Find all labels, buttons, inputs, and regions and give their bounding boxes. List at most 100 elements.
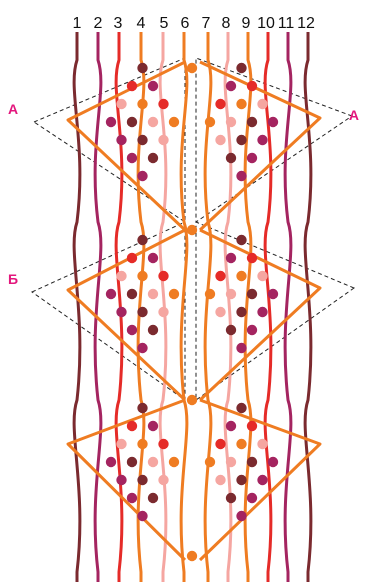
knot bbox=[236, 98, 247, 110]
holding-cord bbox=[66, 398, 187, 562]
dashed-guide-a-right bbox=[195, 57, 354, 223]
knot bbox=[126, 456, 138, 468]
strand-number: 1 bbox=[73, 15, 82, 32]
knot bbox=[137, 62, 148, 74]
strand-number: 2 bbox=[94, 15, 103, 32]
knot bbox=[126, 152, 138, 164]
knot bbox=[257, 98, 268, 110]
knot bbox=[225, 116, 237, 128]
knot bbox=[137, 234, 148, 246]
strand-number: 7 bbox=[202, 15, 211, 32]
dashed-guide-b-left bbox=[31, 221, 186, 401]
section-label-b-left: Б bbox=[8, 271, 18, 287]
knot bbox=[147, 80, 159, 92]
knot bbox=[116, 474, 127, 486]
knot bbox=[225, 80, 237, 92]
knot bbox=[137, 306, 148, 318]
knot bbox=[105, 456, 117, 468]
knot bbox=[225, 252, 237, 264]
knot bbox=[186, 394, 198, 406]
strand-right bbox=[263, 32, 273, 582]
knot bbox=[158, 474, 169, 486]
knot bbox=[158, 98, 169, 110]
knot bbox=[137, 270, 148, 282]
knot bbox=[246, 288, 258, 300]
knot bbox=[137, 342, 148, 354]
knot bbox=[126, 116, 138, 128]
knot bbox=[147, 152, 159, 164]
knot bbox=[126, 252, 138, 264]
knot bbox=[225, 152, 237, 164]
knot bbox=[147, 252, 159, 264]
knot bbox=[225, 492, 237, 504]
knot bbox=[126, 288, 138, 300]
knot bbox=[246, 252, 258, 264]
knot bbox=[204, 456, 216, 468]
knot bbox=[215, 474, 226, 486]
knot bbox=[204, 288, 216, 300]
knot bbox=[257, 474, 268, 486]
dashed-guides bbox=[31, 57, 356, 401]
knot bbox=[246, 80, 258, 92]
strand-number: 9 bbox=[242, 15, 251, 32]
strand-number: 12 bbox=[297, 15, 315, 32]
knot bbox=[158, 134, 169, 146]
knot bbox=[246, 324, 258, 336]
knot bbox=[225, 324, 237, 336]
knot bbox=[137, 402, 148, 414]
section-label-a-right: А bbox=[349, 107, 359, 123]
knot bbox=[236, 62, 247, 74]
knot bbox=[158, 270, 169, 282]
knot bbox=[267, 116, 279, 128]
knot bbox=[236, 474, 247, 486]
knot bbox=[225, 288, 237, 300]
strand-number: 11 bbox=[278, 15, 295, 32]
knot bbox=[116, 98, 127, 110]
holding-cord bbox=[198, 228, 322, 402]
knot bbox=[236, 270, 247, 282]
knot bbox=[236, 306, 247, 318]
knot bbox=[246, 152, 258, 164]
strand-right bbox=[303, 32, 313, 582]
knot bbox=[116, 270, 127, 282]
knot bbox=[137, 510, 148, 522]
strand-number: 6 bbox=[181, 15, 190, 32]
knot bbox=[147, 492, 159, 504]
knot bbox=[186, 550, 198, 562]
knot bbox=[168, 288, 180, 300]
knot bbox=[147, 420, 159, 432]
knot bbox=[126, 492, 138, 504]
knot bbox=[236, 134, 247, 146]
knot bbox=[267, 288, 279, 300]
knot bbox=[236, 438, 247, 450]
knot bbox=[126, 324, 138, 336]
knot bbox=[137, 438, 148, 450]
dashed-guide-a-left bbox=[32, 57, 186, 223]
knot bbox=[105, 288, 117, 300]
knot bbox=[168, 456, 180, 468]
knot bbox=[236, 234, 247, 246]
knot bbox=[246, 456, 258, 468]
knot bbox=[257, 270, 268, 282]
section-label-a-left: А bbox=[8, 101, 18, 117]
knot bbox=[147, 288, 159, 300]
holding-cord bbox=[66, 60, 187, 232]
strand-number: 5 bbox=[160, 15, 169, 32]
knot bbox=[215, 270, 226, 282]
knot bbox=[126, 80, 138, 92]
knot bbox=[116, 438, 127, 450]
strand-number: 3 bbox=[114, 15, 123, 32]
strand-left bbox=[72, 32, 82, 582]
knot bbox=[257, 134, 268, 146]
knot bbox=[186, 62, 198, 74]
knot bbox=[267, 456, 279, 468]
knot bbox=[246, 420, 258, 432]
knot bbox=[236, 170, 247, 182]
knot bbox=[246, 116, 258, 128]
knot bbox=[116, 134, 127, 146]
knot bbox=[116, 306, 127, 318]
knot bbox=[236, 342, 247, 354]
strand-left bbox=[93, 32, 103, 582]
